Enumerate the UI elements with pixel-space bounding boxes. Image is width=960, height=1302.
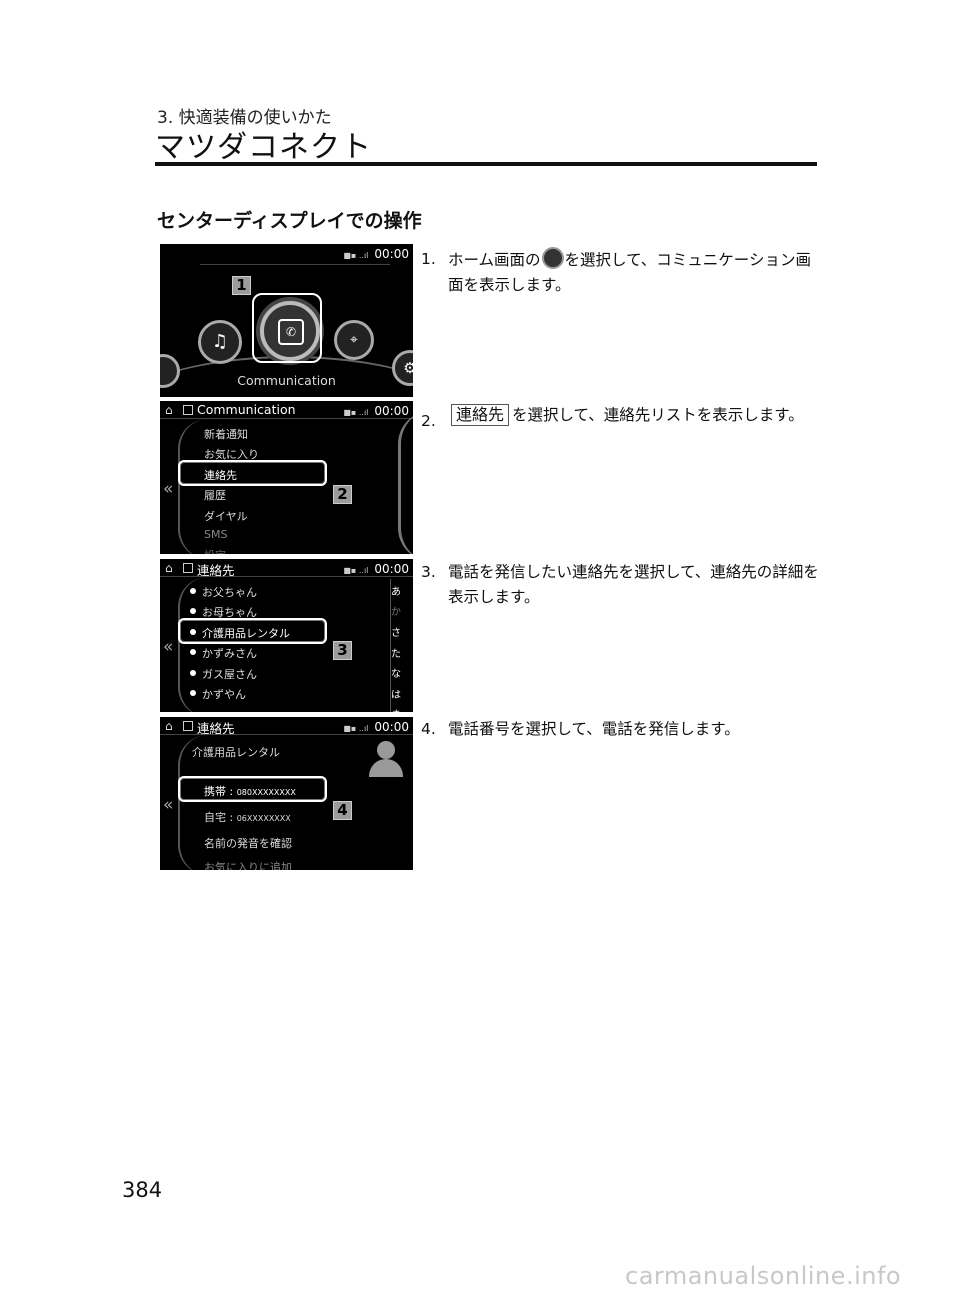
menu-item[interactable]: 設定 (204, 547, 226, 554)
selection-highlight (178, 618, 327, 644)
contact-item[interactable]: ガス屋さん (190, 666, 257, 682)
menu-item[interactable]: お気に入り (204, 448, 259, 461)
screen-title: Communication (197, 402, 296, 417)
home-icon[interactable]: ⌂ (165, 561, 173, 575)
back-arrow-icon[interactable]: « (163, 479, 174, 499)
home-icon[interactable]: ⌂ (165, 403, 173, 417)
home-icon[interactable]: ⌂ (165, 719, 173, 733)
clock: 00:00 (374, 247, 409, 261)
contact-item[interactable]: お父ちゃん (190, 584, 257, 600)
contact-item[interactable]: かずみさん (190, 645, 257, 661)
step-badge-2: 2 (333, 485, 352, 504)
watermark: carmanualsonline.info (625, 1262, 902, 1290)
step-badge-3: 3 (333, 641, 352, 660)
menu-item[interactable]: SMS (204, 528, 228, 541)
music-icon[interactable]: ♫ (198, 320, 242, 364)
back-arrow-icon[interactable]: « (163, 795, 174, 815)
title-divider (155, 162, 817, 166)
clock: 00:00 (374, 720, 409, 734)
step-badge-4: 4 (333, 801, 352, 820)
communication-icon (183, 563, 193, 573)
communication-icon (183, 721, 193, 731)
phone-icon[interactable]: ✆ (260, 301, 320, 361)
avatar (367, 739, 405, 777)
contact-item-selected[interactable]: 介護用品レンタル (190, 625, 290, 641)
phone-row-home[interactable]: 自宅 : 06XXXXXXXX (204, 811, 291, 824)
menu-item[interactable]: ダイヤル (204, 510, 248, 523)
page-title: マツダコネクト (155, 130, 372, 165)
step-1: 1. ホーム画面のを選択して、コミュニケーション画面を表示します。 (421, 247, 821, 298)
step-2: 2. 連絡先を選択して、連絡先リストを表示します。 (421, 404, 804, 430)
clock: 00:00 (374, 404, 409, 418)
communication-icon (183, 405, 193, 415)
step-badge-1: 1 (232, 276, 251, 295)
communication-app-icon (541, 247, 564, 269)
selection-highlight (178, 460, 327, 486)
selection-highlight (178, 776, 327, 802)
contacts-key-label: 連絡先 (451, 404, 510, 426)
screen-title: 連絡先 (197, 563, 235, 578)
section-title: センターディスプレイでの操作 (157, 210, 422, 232)
step-3: 3. 電話を発信したい連絡先を選択して、連絡先の詳細を表示します。 (421, 563, 819, 606)
screen-title: 連絡先 (197, 721, 235, 736)
phone-highlight (252, 293, 322, 363)
step-4: 4. 電話番号を選択して、電話を発信します。 (421, 720, 740, 738)
menu-item[interactable]: 履歴 (204, 489, 226, 502)
menu-item[interactable]: 新着通知 (204, 428, 248, 441)
page-number: 384 (122, 1178, 163, 1202)
action-add-favorite[interactable]: お気に入りに追加 (204, 861, 292, 870)
clock: 00:00 (374, 562, 409, 576)
contact-item[interactable]: かずやん (190, 686, 246, 702)
phone-row-mobile[interactable]: 携帯 : 080XXXXXXXX (204, 785, 296, 798)
screen-caption: Communication (237, 373, 336, 388)
contact-name: 介護用品レンタル (192, 746, 280, 759)
menu-item-contacts[interactable]: 連絡先 (204, 469, 237, 482)
action-check-pronunciation[interactable]: 名前の発音を確認 (204, 837, 292, 850)
back-arrow-icon[interactable]: « (163, 637, 174, 657)
chapter-heading: 3. 快適装備の使いかた (157, 108, 332, 128)
contact-item[interactable]: お母ちゃん (190, 604, 257, 620)
alphabet-index[interactable]: あ か さ た な は ま (390, 579, 409, 712)
settings-icon[interactable]: ⚙ (392, 350, 413, 386)
navigation-icon[interactable]: ⌖ (334, 320, 374, 360)
